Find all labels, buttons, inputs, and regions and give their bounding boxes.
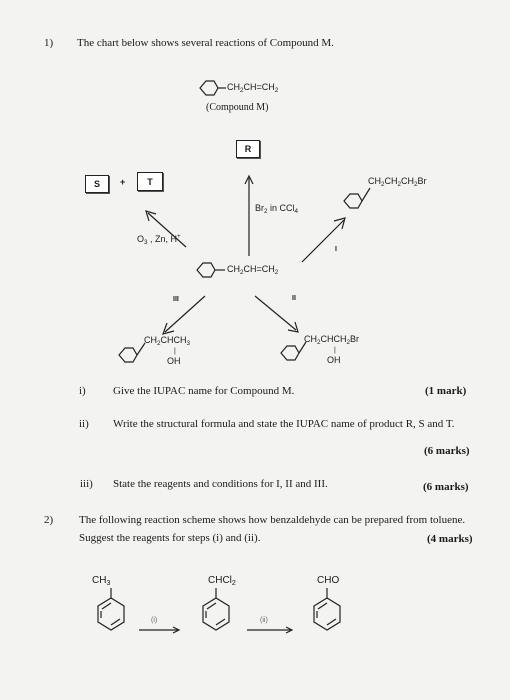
- reagent-bromine: Br2 in CCl4: [255, 203, 299, 215]
- group-ch3: CH3: [92, 575, 111, 587]
- part-i-label: i): [79, 385, 86, 397]
- part-ii-text: Write the structural formula and state t…: [113, 418, 455, 430]
- center-ring: [197, 263, 215, 277]
- arrow-ii: [255, 296, 296, 330]
- benzaldehyde-ring: [314, 598, 340, 630]
- arrow-to-st: [148, 213, 186, 247]
- product-top-right-formula: CH2CH2CH2Br: [368, 176, 427, 188]
- toluene-ring: [98, 598, 124, 630]
- product-left-formula: CH2CHCH3: [144, 335, 191, 347]
- label-roman-iii: III: [173, 296, 179, 303]
- arrow-i: [302, 220, 344, 262]
- label-roman-i: I: [335, 246, 337, 253]
- box-s: S: [85, 175, 109, 193]
- product-right-bond: |: [334, 347, 336, 354]
- step-i-label: (i): [151, 617, 158, 624]
- product-left-oh: OH: [167, 356, 181, 366]
- product-left-bond: |: [174, 348, 176, 355]
- question-1-number: 1): [44, 37, 54, 49]
- part-i-text: Give the IUPAC name for Compound M.: [113, 385, 295, 397]
- left-product-ring: [119, 348, 137, 362]
- label-roman-ii: II: [292, 295, 296, 302]
- dichloromethylbenzene-ring: [203, 598, 229, 630]
- part-ii-marks: (6 marks): [424, 445, 470, 457]
- right-product-ring: [281, 346, 299, 360]
- step-ii-label: (ii): [260, 617, 268, 624]
- compound-m-ring: [200, 81, 218, 95]
- part-iii-label: iii): [80, 478, 93, 490]
- part-iii-marks: (6 marks): [423, 481, 469, 493]
- part-iii-text: State the reagents and conditions for I,…: [113, 478, 328, 490]
- product-right-formula: CH2CHCH2Br: [304, 334, 360, 346]
- compound-m-formula: CH2CH=CH2: [227, 82, 279, 94]
- compound-m-label: (Compound M): [206, 102, 269, 113]
- reagent-ozonolysis: O3 , Zn, H+: [137, 233, 181, 246]
- top-right-ring: [344, 194, 362, 208]
- question-2-line-2: Suggest the reagents for steps (i) and (…: [79, 532, 261, 544]
- arrow-iii: [165, 296, 205, 332]
- plus-sign: +: [120, 177, 126, 187]
- box-t: T: [137, 172, 163, 191]
- question-2-line-1: The following reaction scheme shows how …: [79, 514, 466, 526]
- product-right-oh: OH: [327, 355, 341, 365]
- part-i-marks: (1 mark): [425, 385, 467, 397]
- part-ii-label: ii): [79, 418, 89, 430]
- center-compound-formula: CH2CH=CH2: [227, 264, 279, 276]
- question-1-intro: The chart below shows several reactions …: [77, 37, 334, 49]
- group-cho: CHO: [317, 575, 340, 586]
- question-2-marks: (4 marks): [427, 533, 473, 545]
- question-2-number: 2): [44, 514, 54, 526]
- box-r: R: [236, 140, 260, 158]
- group-chcl2: CHCl2: [208, 575, 236, 587]
